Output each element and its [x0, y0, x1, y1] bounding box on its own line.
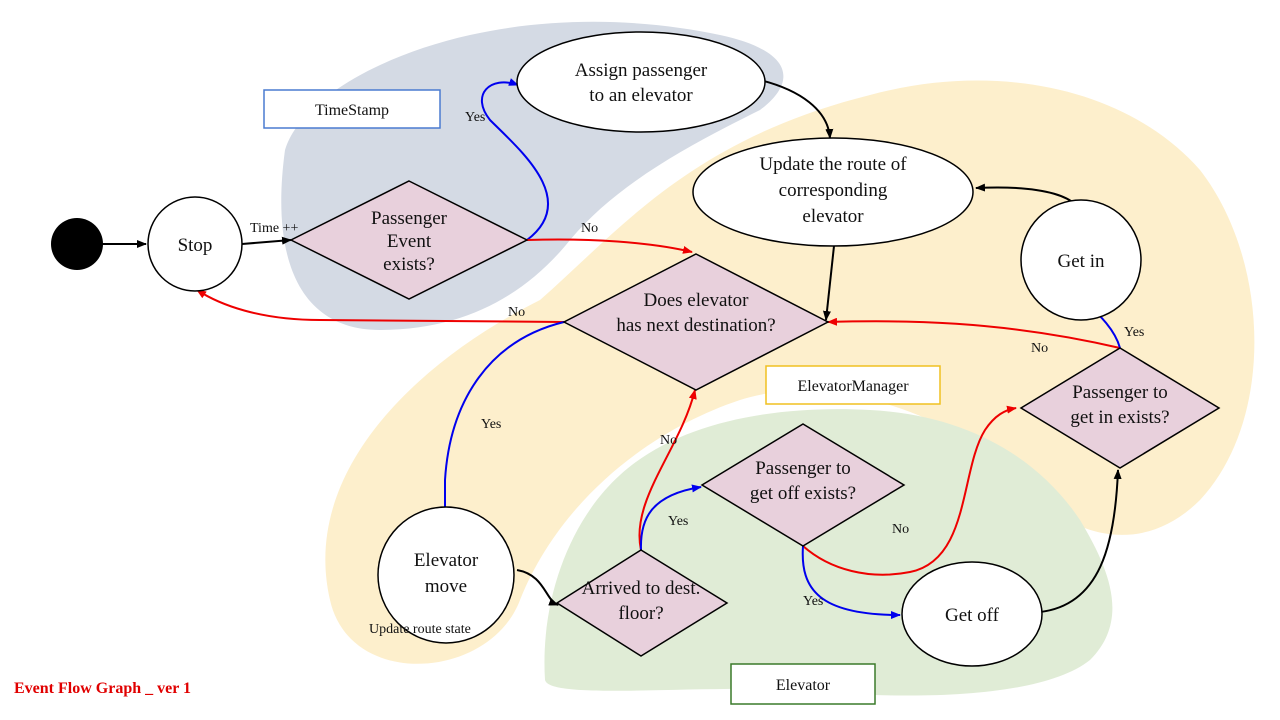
edge-assign-update [759, 79, 834, 139]
get-off-node: Get off [901, 561, 1043, 667]
passenger-get-in-node: Passenger to get in exists? [1019, 347, 1221, 469]
timestamp-label: TimeStamp [315, 102, 389, 119]
edge-destination-move-yes [441, 321, 565, 528]
get-in-node: Get in [1020, 199, 1142, 321]
svg-text:Does elevator: Does elevator [644, 290, 750, 311]
svg-text:Assign passenger: Assign passenger [575, 60, 708, 81]
edge-stop-event [241, 236, 292, 245]
stop-label: Stop [178, 235, 213, 256]
edge-event-assign-yes [480, 78, 550, 241]
svg-text:Event: Event [387, 231, 432, 252]
elevator-manager-label: ElevatorManager [797, 378, 909, 395]
arrived-node: Arrived to dest. floor? [555, 549, 729, 657]
get-in-label: Get in [1058, 251, 1105, 272]
next-destination-node: Does elevator has next destination? [562, 253, 830, 391]
elevator-label-box: Elevator [730, 663, 876, 705]
yes-getin-label: Yes [1124, 325, 1144, 340]
edges [102, 78, 1122, 619]
svg-text:get in exists?: get in exists? [1070, 407, 1169, 428]
passenger-event-node: Passenger Event exists? [289, 180, 529, 300]
assign-node: Assign passenger to an elevator [516, 31, 766, 133]
edge-getoff-exists-getoff-yes [801, 545, 901, 619]
svg-text:Passenger: Passenger [371, 208, 448, 229]
edge-event-destination-no [526, 238, 693, 254]
svg-text:has next destination?: has next destination? [616, 315, 775, 336]
edge-destination-stop-no [196, 289, 565, 323]
no-getoff-label: No [892, 522, 909, 537]
timestamp-label-box: TimeStamp [263, 89, 441, 129]
svg-text:Passenger to: Passenger to [755, 458, 851, 479]
svg-text:Update the route of: Update the route of [759, 154, 907, 175]
elevator-manager-label-box: ElevatorManager [765, 365, 941, 405]
footer-title: Event Flow Graph _ ver 1 [14, 680, 192, 697]
time-label: Time ++ [250, 221, 298, 236]
no-arrived-label: No [660, 433, 677, 448]
svg-text:move: move [425, 576, 467, 597]
edge-getoff-getin-exists [1039, 469, 1122, 613]
svg-text:floor?: floor? [618, 603, 663, 624]
edge-arrived-getoff-exists-yes [639, 484, 702, 551]
edge-getin-exists-destination-no [827, 317, 1121, 349]
update-route-node: Update the route of corresponding elevat… [692, 137, 974, 247]
elevator-move-node: Elevator move [377, 506, 515, 644]
no-getin-label: No [1031, 341, 1048, 356]
elevator-label: Elevator [776, 677, 831, 694]
edge-arrived-destination-no [638, 389, 697, 551]
update-route-state-annotation: Update route state [369, 622, 471, 637]
edge-update-destination [822, 245, 835, 321]
svg-text:to an elevator: to an elevator [589, 85, 693, 106]
edge-move-arrived [516, 569, 559, 606]
edge-getoff-exists-getin-exists-no [802, 405, 1017, 576]
svg-text:get off exists?: get off exists? [750, 483, 856, 504]
passenger-get-off-node: Passenger to get off exists? [700, 423, 906, 547]
get-off-label: Get off [945, 605, 1000, 626]
no-event-label: No [581, 221, 598, 236]
yes-assign-label: Yes [465, 110, 485, 125]
yes-arrived-label: Yes [668, 514, 688, 529]
svg-text:corresponding: corresponding [779, 180, 888, 201]
svg-text:Elevator: Elevator [414, 550, 479, 571]
no-stop-label: No [508, 305, 525, 320]
svg-text:exists?: exists? [383, 254, 435, 275]
yes-move-label: Yes [481, 417, 501, 432]
stop-node: Stop [147, 196, 243, 292]
svg-text:Arrived to dest.: Arrived to dest. [582, 578, 701, 599]
svg-text:elevator: elevator [802, 206, 864, 227]
edge-labels: Time ++ Yes No No Yes Yes No No Yes No Y… [250, 110, 1144, 637]
yes-getoff-label: Yes [803, 594, 823, 609]
svg-text:Passenger to: Passenger to [1072, 382, 1168, 403]
start-node [51, 218, 103, 270]
